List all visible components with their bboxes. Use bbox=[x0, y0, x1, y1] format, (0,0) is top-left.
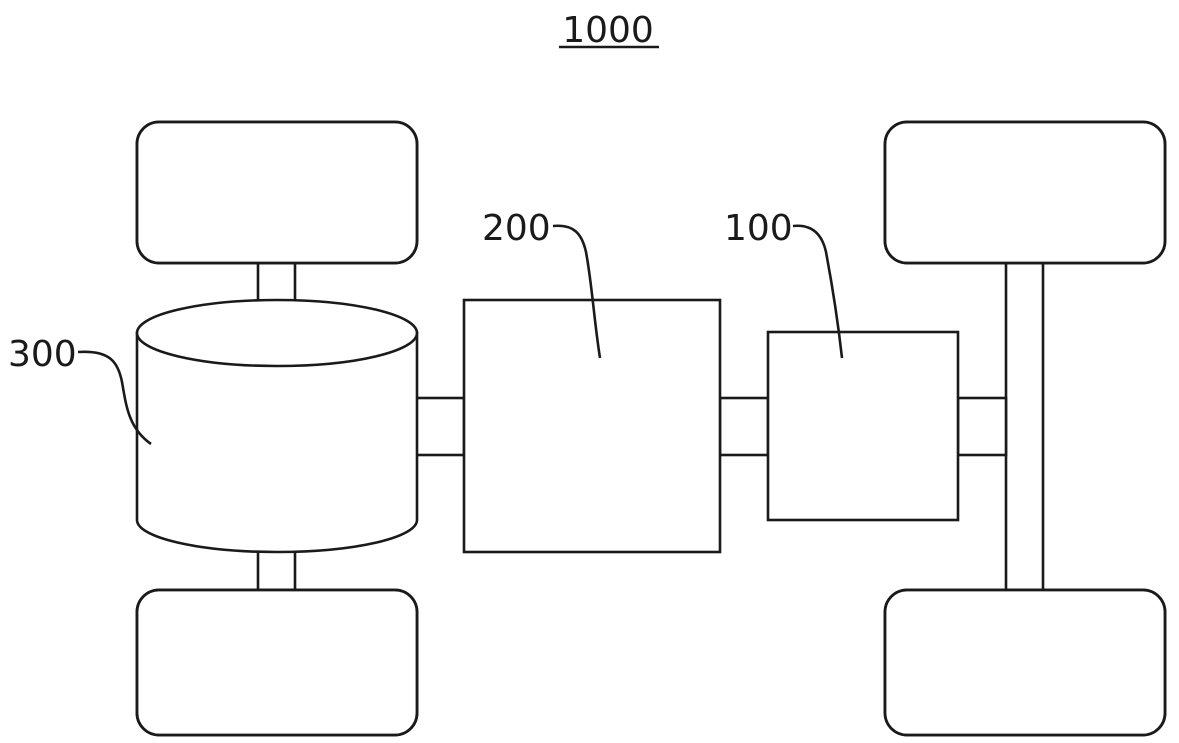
controller-block bbox=[766, 330, 960, 522]
rear-left-wheel bbox=[135, 588, 419, 737]
battery-cylinder bbox=[135, 298, 419, 554]
front-right-wheel bbox=[883, 120, 1167, 265]
label-300: 300 bbox=[8, 334, 77, 375]
leader-line-100 bbox=[792, 224, 844, 359]
rear-right-wheel bbox=[883, 588, 1167, 737]
leader-line-200 bbox=[552, 224, 602, 359]
leader-line-300 bbox=[77, 350, 152, 446]
label-100: 100 bbox=[724, 208, 793, 249]
motor-block bbox=[462, 298, 722, 554]
front-left-wheel bbox=[135, 120, 419, 265]
label-200: 200 bbox=[482, 208, 551, 249]
rear-axle bbox=[1004, 260, 1045, 592]
figure-title: 1000 bbox=[562, 10, 654, 51]
